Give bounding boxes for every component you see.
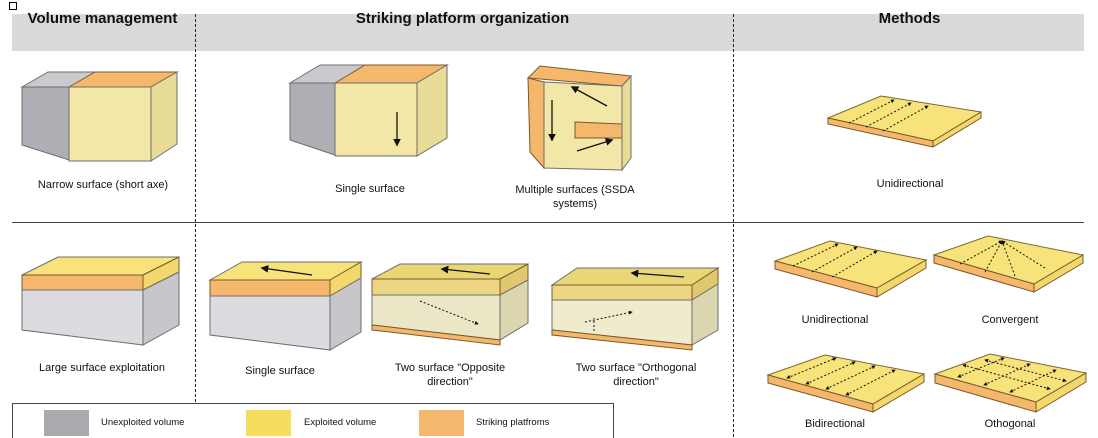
two-surface-opposite-block xyxy=(371,263,529,346)
caption-unidirectional: Unidirectional xyxy=(801,314,869,326)
caption-othogonal: Othogonal xyxy=(984,418,1036,430)
header-striking-platform: Striking platform organization xyxy=(355,10,570,27)
caption-opposite-line-2: direction" xyxy=(427,376,473,388)
caption-two-surface-orthogonal: Two surface "Orthogonal direction" xyxy=(556,361,716,389)
row-separator xyxy=(12,222,1084,223)
legend-swatch-platforms xyxy=(419,410,464,436)
caption-orthogonal-line-1: Two surface "Orthogonal xyxy=(575,362,697,374)
legend: Unexploited volume Exploited volume Stri… xyxy=(12,403,614,438)
unidirectional-top-slab xyxy=(826,95,983,148)
caption-multiple-surfaces: Multiple surfaces (SSDA systems) xyxy=(505,183,645,211)
header-volume-management: Volume management xyxy=(27,10,178,27)
caption-multiple-line-1: Multiple surfaces (SSDA xyxy=(515,184,635,196)
single-surface-bottom-block xyxy=(208,261,363,351)
legend-label-exploited: Exploited volume xyxy=(304,417,377,428)
multiple-surfaces-block xyxy=(526,65,633,172)
narrow-surface-block xyxy=(20,71,179,162)
header-band xyxy=(12,14,1084,51)
othogonal-slab xyxy=(933,353,1088,413)
caption-two-surface-opposite: Two surface "Opposite direction" xyxy=(370,361,530,389)
caption-large-surface: Large surface exploitation xyxy=(39,362,165,374)
caption-narrow-surface: Narrow surface (short axe) xyxy=(37,179,169,191)
header-methods: Methods xyxy=(878,10,941,27)
single-surface-top-block xyxy=(288,64,449,157)
legend-label-platforms: Striking platfroms xyxy=(476,417,550,428)
caption-single-surface-top: Single surface xyxy=(335,183,405,195)
column-separator-right xyxy=(733,14,734,437)
unidirectional-slab xyxy=(773,240,928,298)
caption-unidirectional-top: Unidirectional xyxy=(876,178,944,190)
column-separator-left xyxy=(195,14,196,412)
caption-convergent: Convergent xyxy=(981,314,1039,326)
legend-swatch-exploited xyxy=(246,410,291,436)
caption-single-surface-bottom: Single surface xyxy=(245,365,315,377)
legend-label-unexploited: Unexploited volume xyxy=(101,417,185,428)
caption-opposite-line-1: Two surface "Opposite xyxy=(394,362,506,374)
caption-multiple-line-2: systems) xyxy=(553,198,597,210)
large-surface-block xyxy=(21,256,180,346)
caption-orthogonal-line-2: direction" xyxy=(613,376,659,388)
bidirectional-slab xyxy=(766,354,926,413)
convergent-slab xyxy=(932,235,1085,293)
two-surface-orthogonal-block xyxy=(550,267,720,351)
caption-bidirectional: Bidirectional xyxy=(805,418,865,430)
legend-swatch-unexploited xyxy=(44,410,89,436)
corner-marker xyxy=(9,2,17,10)
